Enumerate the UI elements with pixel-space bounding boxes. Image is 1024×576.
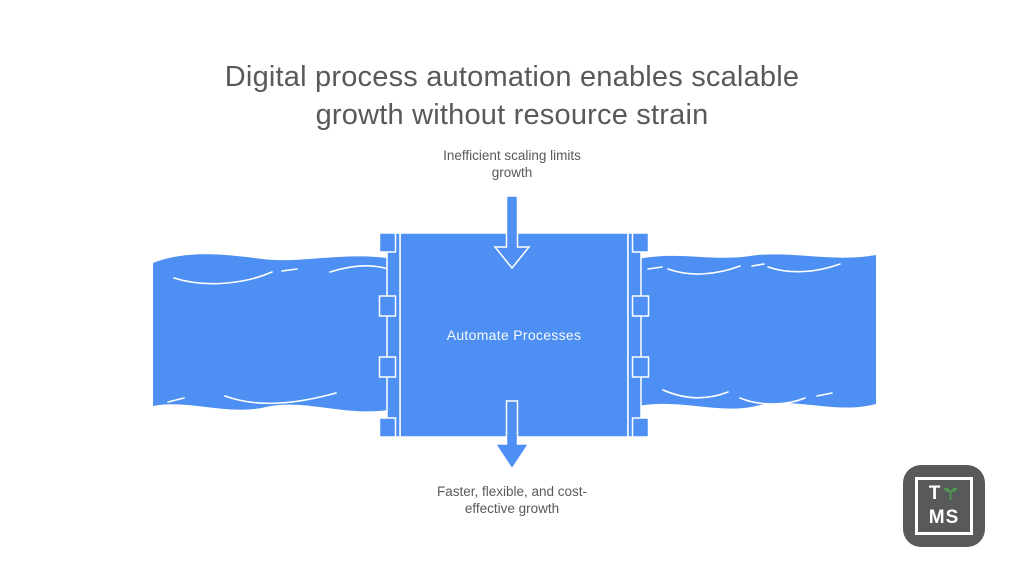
gate-tab	[378, 356, 397, 378]
top-annotation: Inefficient scaling limits growth	[0, 147, 1024, 181]
arrow-down-icon	[494, 400, 530, 471]
lock-gate-right	[627, 232, 650, 438]
gate-tab	[631, 417, 650, 438]
tms-logo: T MS	[903, 465, 985, 547]
tms-logo-row1: T	[929, 482, 960, 506]
page-title-line2: growth without resource strain	[315, 99, 709, 131]
lock-gate-left	[378, 232, 401, 438]
box-label: Automate Processes	[446, 327, 582, 343]
water-flow-left	[153, 254, 394, 412]
wave-lines-right	[647, 263, 841, 405]
gate-tab	[378, 232, 397, 253]
gate-tab	[631, 232, 650, 253]
gate-tab	[631, 295, 650, 317]
bottom-annotation-line1: Faster, flexible, and cost-	[436, 484, 588, 499]
page-title-line1: Digital process automation enables scala…	[224, 61, 800, 93]
gate-rail	[627, 232, 642, 438]
sprout-icon	[943, 487, 959, 501]
tms-logo-letters-ms: MS	[928, 507, 960, 528]
arrow-down-icon	[493, 195, 531, 270]
bottom-annotation: Faster, flexible, and cost- effective gr…	[0, 483, 1024, 517]
top-annotation-line2: growth	[491, 165, 533, 180]
top-annotation-line1: Inefficient scaling limits	[443, 148, 581, 163]
page-title: Digital process automation enables scala…	[0, 58, 1024, 134]
gate-rail	[386, 232, 401, 438]
water-flow-right	[634, 254, 876, 409]
tms-logo-frame: T MS	[915, 477, 973, 535]
gate-tab	[631, 356, 650, 378]
tms-logo-letter-t: T	[928, 483, 942, 504]
tms-logo-row2: MS	[929, 506, 960, 530]
gate-tab	[378, 295, 397, 317]
bottom-annotation-line2: effective growth	[464, 501, 560, 516]
gate-tab	[378, 417, 397, 438]
wave-lines-left	[167, 265, 389, 405]
